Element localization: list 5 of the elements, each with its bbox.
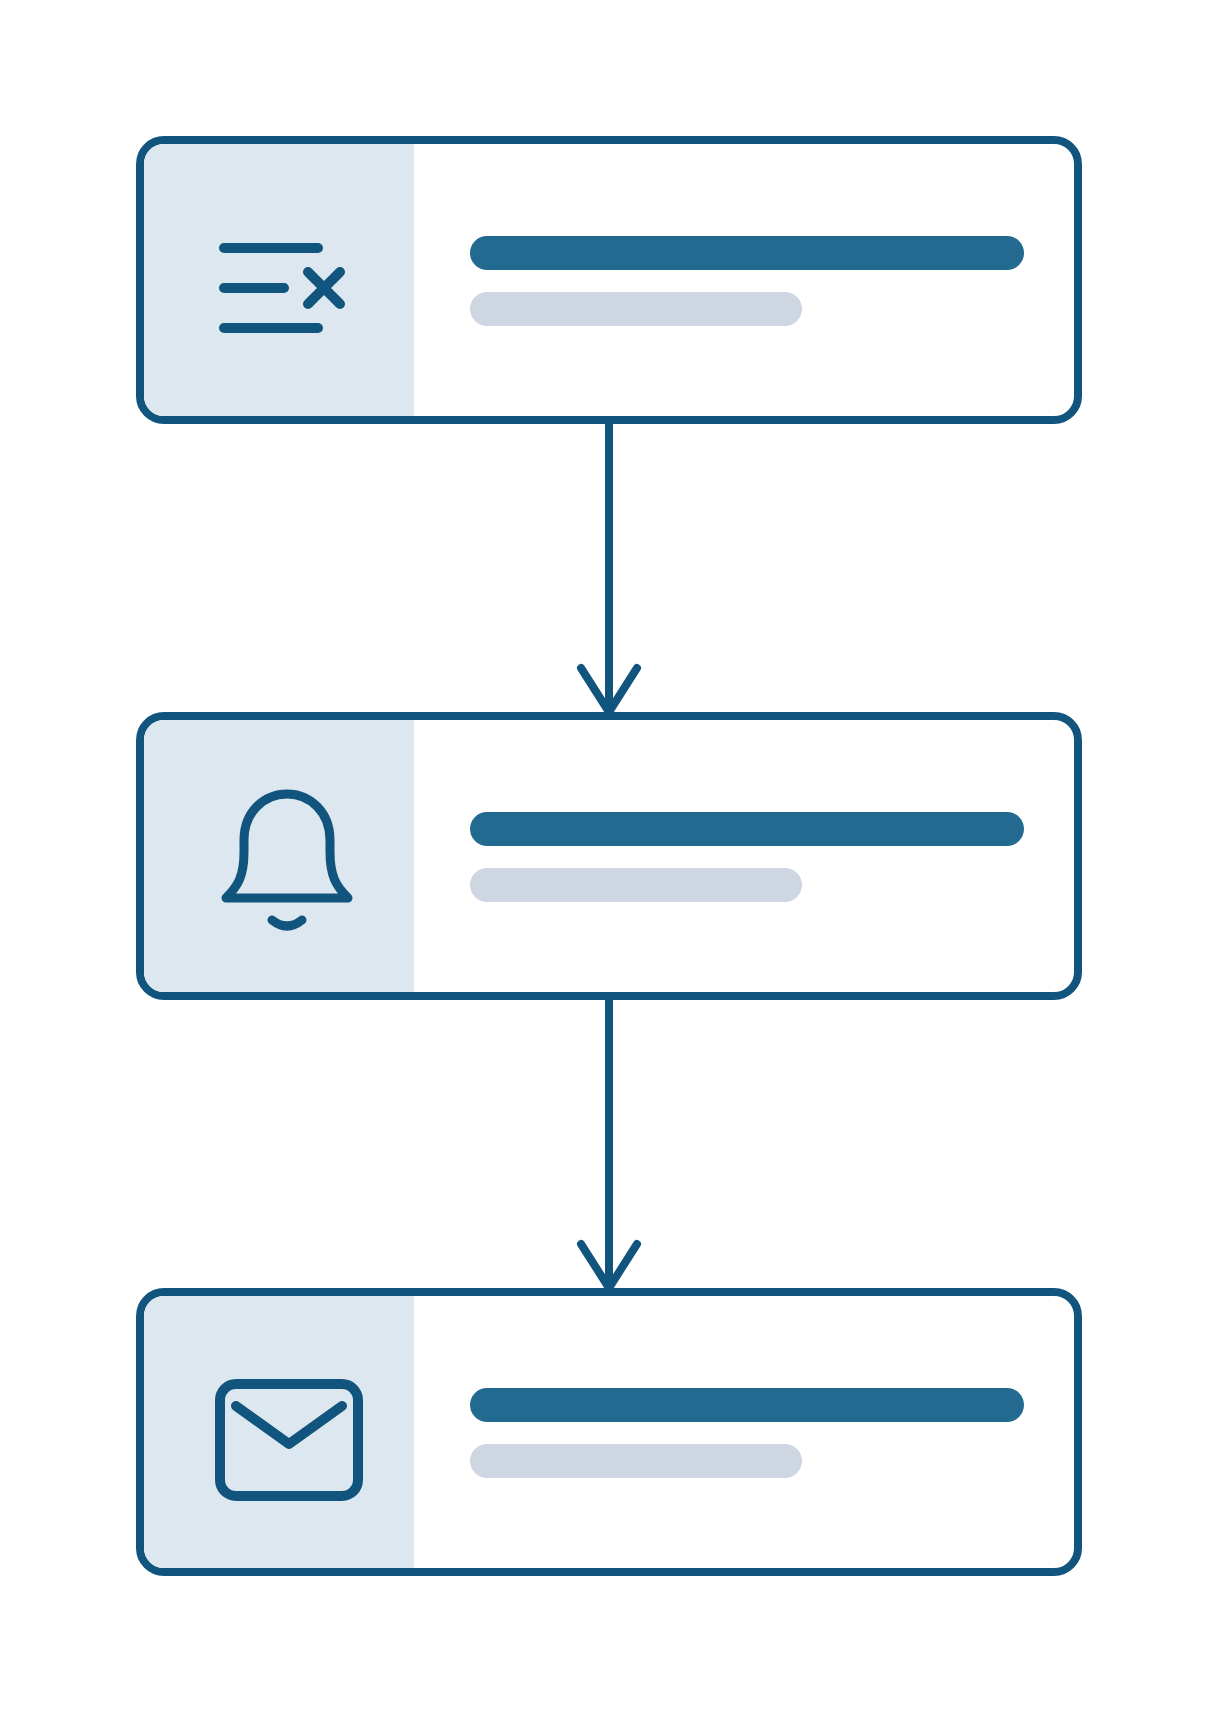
process-card xyxy=(136,1288,1082,1576)
process-card xyxy=(136,712,1082,1000)
process-card xyxy=(136,136,1082,424)
arrow xyxy=(577,424,641,716)
arrow xyxy=(577,1000,641,1292)
